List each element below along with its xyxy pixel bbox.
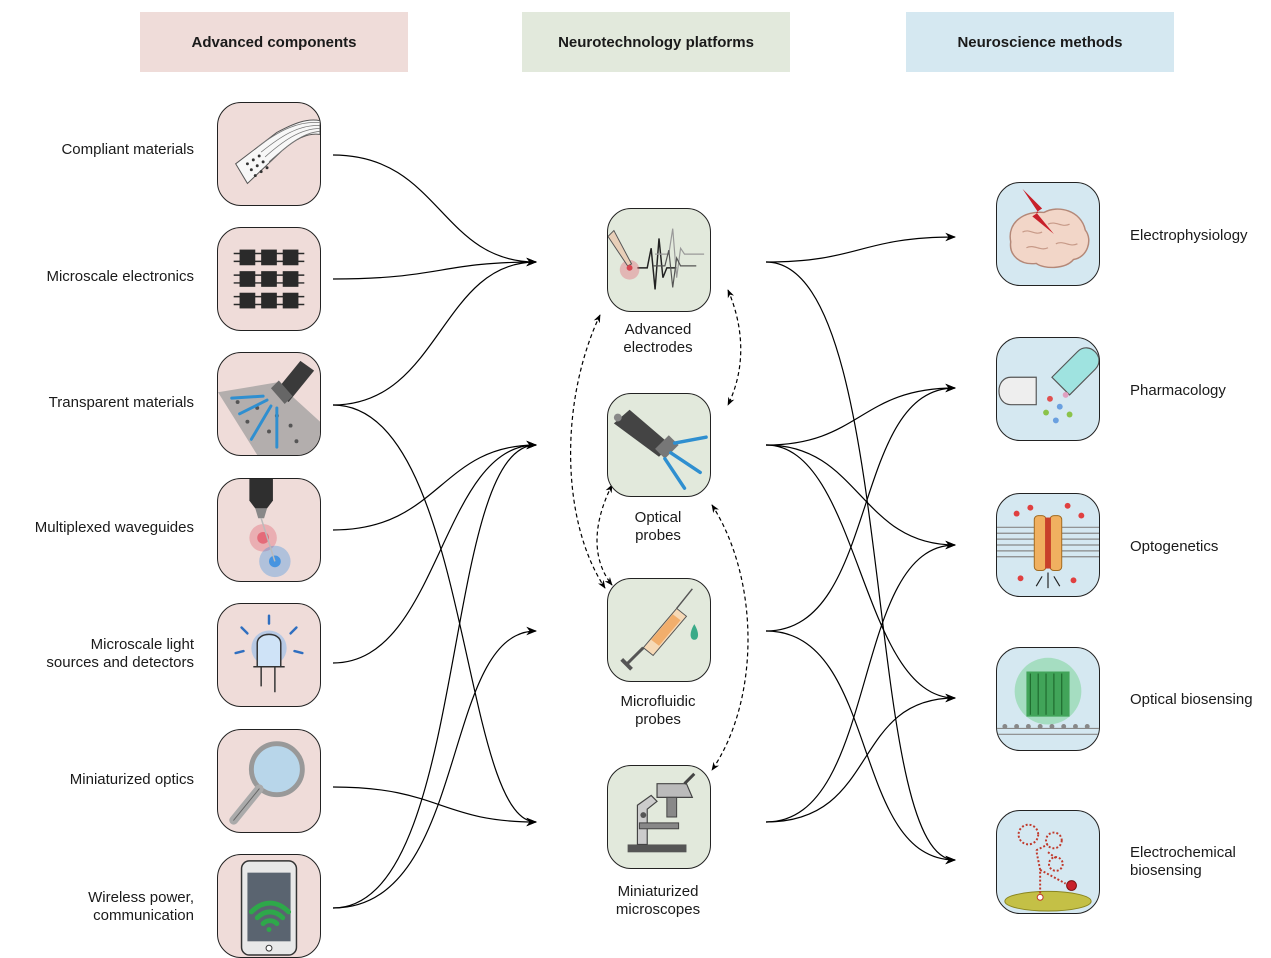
microchip-array-icon (217, 227, 321, 331)
magnifying-glass-icon (217, 729, 321, 833)
component-label-light-sources-detectors: Microscale light sources and detectors (46, 636, 194, 671)
dashed-link-optical-microscopes (711, 504, 749, 771)
link-transparent-to-microscopes (332, 404, 538, 827)
header-neuroscience-methods: Neuroscience methods (906, 12, 1174, 72)
microscope-icon (607, 765, 711, 869)
flashlight-through-film-icon (217, 352, 321, 456)
component-label-wireless-power: Wireless power, communication (88, 889, 194, 924)
component-label-transparent-materials: Transparent materials (48, 394, 194, 411)
aptamer-sensor-icon (996, 810, 1100, 914)
link-compliant-to-electrodes (332, 154, 538, 267)
syringe-icon (607, 578, 711, 682)
link-wireless-to-microfluidic (332, 626, 538, 909)
dashed-link-optical-microfluidic (596, 484, 613, 586)
component-label-miniaturized-optics: Miniaturized optics (69, 771, 194, 788)
flexible-electrode-sheet-icon (217, 102, 321, 206)
fluorescent-protein-icon (996, 647, 1100, 751)
link-lightsources-to-optical (332, 440, 538, 664)
brain-lightning-icon (996, 182, 1100, 286)
capsule-icon (996, 337, 1100, 441)
electrode-signal-icon (607, 208, 711, 312)
link-microscopes-to-optogenetics (765, 540, 957, 823)
link-microfluidic-to-pharmacology (765, 383, 957, 632)
dashed-link-electrodes-microfluidic (570, 314, 606, 589)
header-neurotechnology-platforms: Neurotechnology platforms (522, 12, 790, 72)
link-wireless-to-optical (332, 440, 538, 909)
method-label-optical-biosensing: Optical biosensing (1130, 691, 1253, 708)
component-label-microscale-electronics: Microscale electronics (46, 268, 194, 285)
method-label-pharmacology: Pharmacology (1130, 382, 1226, 399)
link-microscopes-to-biosensing (765, 693, 957, 823)
dashed-link-electrodes-optical (727, 289, 742, 406)
method-label-electrophysiology: Electrophysiology (1130, 227, 1248, 244)
link-microfluidic-to-electrochemical (765, 630, 957, 865)
link-electrodes-to-electrophysiology (765, 232, 957, 263)
link-electrodes-to-electrochemical (765, 261, 957, 865)
link-microscale-to-electrodes (332, 257, 538, 280)
led-icon (217, 603, 321, 707)
platform-label-microfluidic-probes: Microfluidic probes (620, 693, 696, 728)
platform-label-miniaturized-microscopes: Miniaturized microscopes (615, 883, 701, 918)
platform-label-advanced-electrodes: Advanced electrodes (623, 321, 693, 356)
method-label-electrochemical-biosensing: Electrochemical biosensing (1130, 844, 1236, 879)
flashlight-probe-icon (607, 393, 711, 497)
link-optics-to-microscopes (332, 786, 538, 827)
component-label-compliant-materials: Compliant materials (61, 141, 194, 158)
link-optical-to-optogenetics (765, 444, 957, 550)
link-waveguides-to-optical (332, 440, 538, 531)
smartphone-wifi-icon (217, 854, 321, 958)
header-advanced-components: Advanced components (140, 12, 408, 72)
link-optical-to-pharmacology (765, 383, 957, 446)
link-transparent-to-electrodes (332, 257, 538, 406)
platform-label-optical-probes: Optical probes (634, 509, 682, 544)
link-optical-to-biosensing (765, 444, 957, 703)
ion-channel-icon (996, 493, 1100, 597)
component-label-multiplexed-waveguides: Multiplexed waveguides (34, 519, 194, 536)
method-label-optogenetics: Optogenetics (1130, 538, 1219, 555)
waveguide-emitter-icon (217, 478, 321, 582)
